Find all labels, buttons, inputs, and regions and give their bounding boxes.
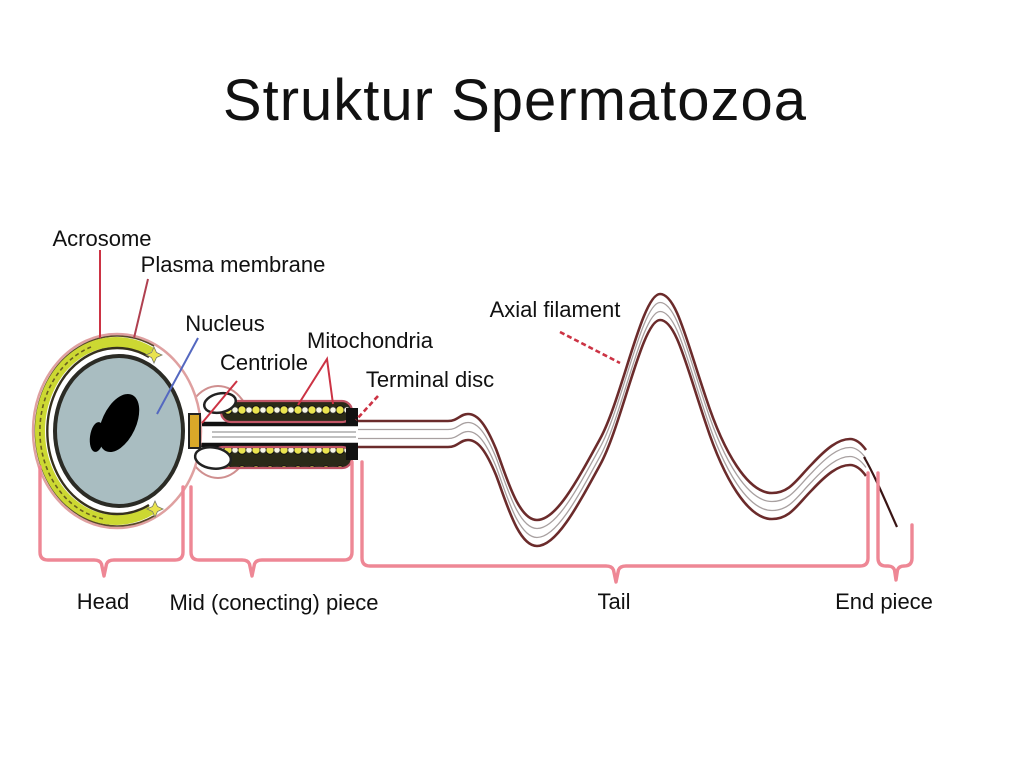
terminal-disc-bottom xyxy=(346,444,358,460)
sparkle-star-bottom xyxy=(146,500,164,518)
axial-filament-label: Axial filament xyxy=(490,297,621,322)
sperm-head xyxy=(31,332,203,530)
nucleus-label: Nucleus xyxy=(185,311,264,336)
head-bracket xyxy=(38,465,185,578)
end-piece-bracket xyxy=(876,471,914,582)
nucleus-chromatin-large xyxy=(98,394,140,452)
terminal-disc-label: Terminal disc xyxy=(366,367,494,392)
mitochondria-leader xyxy=(297,356,334,406)
sparkle-star-top xyxy=(145,346,163,364)
mitochondria-strand-top xyxy=(219,399,354,424)
leader-lines xyxy=(99,250,621,424)
tail-region-label: Tail xyxy=(597,589,630,614)
neck-ring-bottom xyxy=(193,446,233,470)
neck-ring-top xyxy=(202,391,238,415)
axial-filament-leader xyxy=(559,330,621,365)
plasma-membrane-leader xyxy=(133,278,149,339)
acrosome-cap xyxy=(35,337,154,525)
mid-piece-bracket xyxy=(189,460,354,578)
acrosome-label: Acrosome xyxy=(52,226,151,251)
mid-piece-region-label: Mid (conecting) piece xyxy=(169,590,378,615)
region-labels: Head Mid (conecting) piece Tail End piec… xyxy=(77,589,933,615)
centriole-label: Centriole xyxy=(220,350,308,375)
acrosome-mid-line xyxy=(39,346,105,520)
tail-flagellum xyxy=(356,292,899,548)
terminal-disc-top xyxy=(346,408,358,424)
region-brackets xyxy=(38,460,914,584)
head-region-label: Head xyxy=(77,589,130,614)
mitochondria-strands xyxy=(211,399,358,470)
acrosome-inner-edge xyxy=(46,346,150,516)
page-title: Struktur Spermatozoa xyxy=(223,68,807,133)
centriole-body xyxy=(188,413,201,449)
centriole-leader xyxy=(201,380,238,424)
mid-piece-shaft xyxy=(198,421,358,448)
mitochondria-strand-bottom xyxy=(211,445,354,470)
neck-structures xyxy=(188,391,238,470)
nucleus-chromatin-small xyxy=(89,422,105,452)
tail-end-filament xyxy=(863,456,899,528)
mitochondria-label: Mitochondria xyxy=(307,328,434,353)
end-piece-region-label: End piece xyxy=(835,589,933,614)
terminal-disc-leader xyxy=(355,395,379,421)
plasma-membrane-label: Plasma membrane xyxy=(141,252,326,277)
part-labels: Acrosome Plasma membrane Nucleus Centrio… xyxy=(52,226,620,392)
nucleus-leader xyxy=(156,337,199,415)
tail-bracket xyxy=(360,460,870,584)
